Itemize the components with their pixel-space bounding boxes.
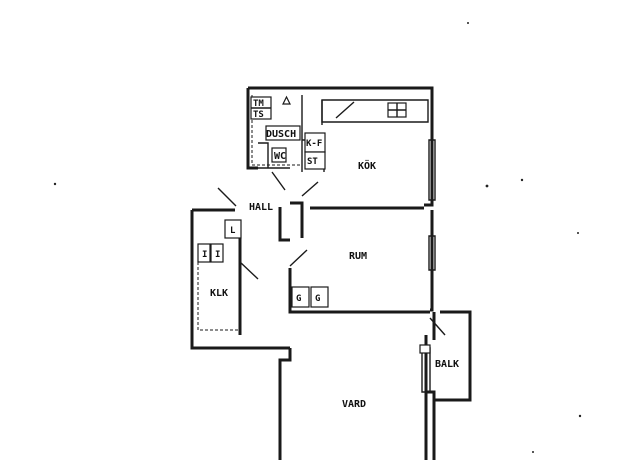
wall-kitchen-counter — [321, 99, 429, 123]
label-fridge-freezer: K-F — [306, 139, 322, 149]
wardrobe-box-right — [310, 286, 329, 308]
label-wardrobe-right: G — [315, 294, 320, 304]
scan-specks — [53, 22, 582, 453]
label-kitchen: KÖK — [358, 158, 376, 172]
wardrobe-box-left — [291, 286, 310, 308]
label-room: RUM — [349, 251, 367, 262]
doors — [217, 171, 446, 354]
label-toilet: WC — [274, 151, 286, 162]
closet-box-left — [197, 243, 211, 263]
label-closet-left: I — [202, 250, 207, 260]
linen-box — [224, 219, 242, 239]
wall-balcony — [432, 310, 472, 402]
door-room — [289, 249, 308, 267]
balcony-door-frame — [419, 344, 431, 354]
walls — [190, 86, 472, 460]
label-stove: ST — [307, 157, 318, 167]
window-room — [428, 235, 436, 271]
fixtures — [197, 95, 407, 308]
fixture-labels: TM TS K-F ST L I I G G — [202, 99, 322, 304]
toilet-box — [271, 147, 287, 163]
closet-box-right — [210, 243, 224, 263]
wall-kitchen-right — [424, 125, 434, 207]
label-linen: L — [230, 226, 236, 236]
door-bath — [271, 171, 286, 191]
label-closet-right: I — [215, 250, 220, 260]
closet-outline — [197, 262, 238, 331]
wall-closet-left — [190, 208, 290, 350]
wall-room-bottom — [288, 268, 430, 314]
counter-diagonal — [335, 101, 355, 119]
label-living-room: VARD — [342, 399, 366, 410]
label-closet: KLK — [210, 288, 228, 299]
door-balcony — [429, 317, 446, 336]
door-kitchen — [301, 181, 319, 197]
label-dishwasher-top: TM — [253, 99, 264, 109]
wall-top-block — [246, 86, 434, 170]
shower-box — [265, 125, 301, 141]
wall-hall-stub — [278, 201, 304, 242]
label-balcony: BALK — [435, 359, 459, 370]
wall-closet-inner — [235, 226, 242, 335]
room-labels: KÖK RUM DUSCH WC HALL KLK BALK VARD — [210, 129, 459, 410]
wall-living-left — [278, 348, 292, 460]
stove-box — [304, 151, 326, 170]
door-entry — [217, 187, 237, 207]
wall-room-right — [430, 210, 434, 312]
label-dishwasher-bottom: TS — [253, 110, 264, 120]
window-kitchen — [428, 139, 436, 201]
label-wardrobe-left: G — [296, 294, 301, 304]
label-hall: HALL — [249, 202, 273, 213]
vent-triangle — [282, 95, 291, 105]
wall-bath-bottom — [258, 142, 290, 169]
door-closet — [239, 261, 259, 280]
label-bathroom: DUSCH — [266, 129, 296, 140]
